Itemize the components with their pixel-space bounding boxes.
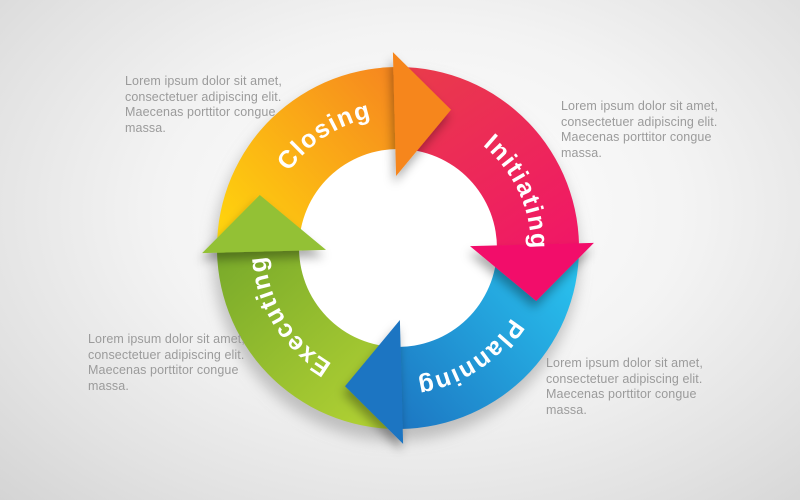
note-line: massa. bbox=[561, 145, 602, 160]
note-line: massa. bbox=[125, 120, 166, 135]
note-top-right: Lorem ipsum dolor sit amet, consectetuer… bbox=[561, 99, 718, 161]
note-line: consectetuer adipiscing elit. bbox=[561, 114, 718, 129]
planning-arrowhead bbox=[345, 320, 404, 444]
note-line: Maecenas porttitor congue bbox=[561, 130, 712, 144]
note-line: massa. bbox=[546, 402, 587, 417]
note-line: Lorem ipsum dolor sit amet, bbox=[88, 332, 245, 346]
note-line: consectetuer adipiscing elit. bbox=[88, 347, 245, 362]
note-line: massa. bbox=[88, 378, 129, 393]
closing-arrowhead bbox=[392, 52, 451, 176]
note-top-left: Lorem ipsum dolor sit amet, consectetuer… bbox=[125, 74, 282, 136]
note-bottom-left: Lorem ipsum dolor sit amet, consectetuer… bbox=[88, 332, 245, 394]
note-line: consectetuer adipiscing elit. bbox=[546, 371, 703, 386]
note-line: Maecenas porttitor congue bbox=[125, 105, 276, 119]
executing-arrowhead bbox=[202, 195, 326, 254]
note-line: Lorem ipsum dolor sit amet, bbox=[561, 99, 718, 113]
ring-hole bbox=[298, 148, 498, 348]
note-line: Lorem ipsum dolor sit amet, bbox=[125, 74, 282, 88]
note-line: consectetuer adipiscing elit. bbox=[125, 89, 282, 104]
note-bottom-right: Lorem ipsum dolor sit amet, consectetuer… bbox=[546, 356, 703, 418]
initiating-arrowhead bbox=[470, 242, 594, 301]
note-line: Lorem ipsum dolor sit amet, bbox=[546, 356, 703, 370]
note-line: Maecenas porttitor congue bbox=[546, 387, 697, 401]
note-line: Maecenas porttitor congue bbox=[88, 363, 239, 377]
